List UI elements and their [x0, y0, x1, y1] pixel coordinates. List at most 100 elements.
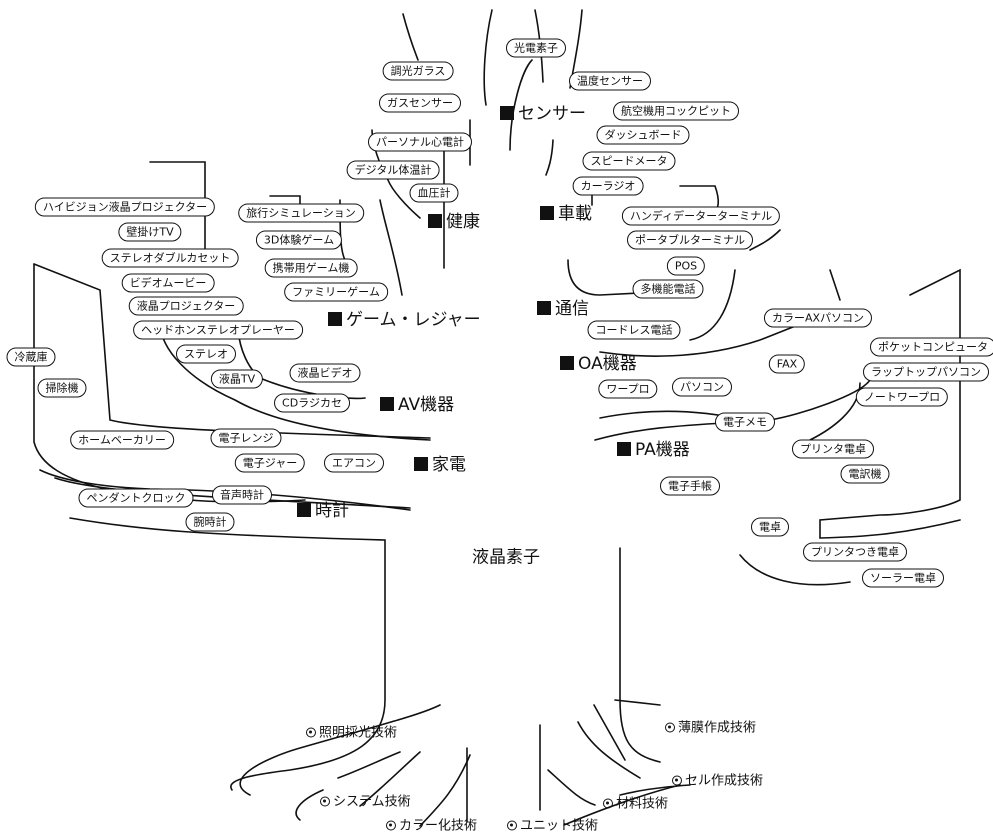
- category-label: 車載: [558, 204, 592, 224]
- item-takinou: 多機能電話: [632, 279, 704, 299]
- circle-bullet-icon: [306, 727, 316, 738]
- item-stereocass: ステレオダブルカセット: [101, 248, 239, 268]
- tech-system: システム技術: [320, 791, 411, 810]
- item-koukuu: 航空機用コックピット: [613, 101, 739, 121]
- tech-label: 材料技術: [616, 796, 669, 812]
- branch-line: [739, 554, 851, 586]
- item-dentaku: 電卓: [751, 517, 789, 537]
- branch-line: [563, 784, 681, 826]
- item-solar: ソーラー電卓: [862, 568, 944, 588]
- item-headphone: ヘッドホンステレオプレーヤー: [133, 320, 303, 340]
- branch-line: [359, 751, 421, 807]
- category-car: 車載: [540, 204, 592, 224]
- branch-line: [337, 751, 401, 779]
- branch-line: [689, 269, 736, 341]
- tech-label: ユニット技術: [520, 818, 599, 834]
- item-carradio: カーラジオ: [572, 176, 644, 196]
- category-comm: 通信: [537, 299, 589, 319]
- category-label: 健康: [446, 212, 480, 232]
- circle-bullet-icon: [665, 722, 675, 733]
- item-personal: パーソナル心電計: [368, 132, 472, 152]
- circle-bullet-icon: [507, 820, 517, 831]
- item-pasokon: パソコン: [672, 377, 732, 397]
- item-aircon: エアコン: [324, 453, 384, 473]
- branch-line: [149, 161, 206, 253]
- square-bullet-icon: [414, 457, 428, 471]
- item-dash: ダッシュボード: [596, 125, 690, 145]
- item-fax: FAX: [768, 354, 806, 374]
- branch-line: [509, 59, 533, 151]
- branch-line: [239, 704, 441, 796]
- branch-line: [593, 704, 626, 761]
- category-label: ゲーム・レジャー: [346, 310, 481, 330]
- item-pos: POS: [666, 256, 706, 276]
- tech-label: セル作成技術: [685, 773, 764, 789]
- category-av: AV機器: [380, 395, 454, 415]
- item-ekishotv: 液晶TV: [210, 369, 264, 389]
- category-label: センサー: [518, 104, 586, 124]
- item-kabekake: 壁掛けTV: [118, 222, 182, 242]
- item-colorax: カラーAXパソコン: [763, 308, 873, 328]
- square-bullet-icon: [540, 206, 554, 220]
- item-ryokou: 旅行シミュレーション: [238, 203, 364, 223]
- branch-line: [819, 268, 961, 539]
- square-bullet-icon: [560, 356, 574, 370]
- branch-line: [749, 229, 781, 251]
- branch-line: [295, 789, 324, 821]
- center-label: 液晶素子: [472, 547, 540, 568]
- square-bullet-icon: [500, 106, 514, 120]
- category-label: 通信: [555, 299, 589, 319]
- item-stereo: ステレオ: [176, 344, 236, 364]
- item-keitaigame: 携帯用ゲーム機: [264, 258, 358, 278]
- branch-line: [483, 9, 493, 106]
- item-cdrajikase: CDラジカセ: [274, 393, 350, 413]
- category-clock: 時計: [297, 501, 349, 521]
- item-reizouko: 冷蔵庫: [6, 347, 56, 367]
- square-bullet-icon: [428, 214, 442, 228]
- category-label: AV機器: [398, 395, 455, 415]
- branch-line: [69, 517, 386, 791]
- branch-line: [402, 13, 419, 61]
- category-sensor: センサー: [500, 104, 586, 124]
- circle-bullet-icon: [603, 798, 613, 809]
- tech-hakumaku: 薄膜作成技術: [665, 717, 756, 736]
- branch-line: [547, 769, 596, 806]
- item-game3d: 3D体験ゲーム: [255, 230, 343, 250]
- item-denyakuki: 電訳機: [840, 464, 890, 484]
- branch-line: [567, 259, 641, 296]
- category-home: 家電: [414, 455, 466, 475]
- category-game: ゲーム・レジャー: [328, 310, 481, 330]
- item-pocket: ポケットコンピュータ: [870, 337, 993, 357]
- category-pa: PA機器: [617, 440, 690, 460]
- item-gas: ガスセンサー: [379, 93, 461, 113]
- tech-unit: ユニット技術: [507, 815, 598, 834]
- item-handy: ハンディデーターターミナル: [621, 206, 781, 226]
- item-digital: デジタル体温計: [346, 160, 440, 180]
- item-videomovie: ビデオムービー: [121, 273, 215, 293]
- category-oa: OA機器: [560, 354, 637, 374]
- item-speed: スピードメータ: [582, 151, 676, 171]
- circle-bullet-icon: [320, 796, 330, 807]
- item-onsei: 音声時計: [212, 485, 272, 505]
- category-health: 健康: [428, 212, 480, 232]
- tech-label: カラー化技術: [399, 818, 478, 834]
- item-notewapuro: ノートワープロ: [855, 387, 949, 407]
- square-bullet-icon: [297, 503, 311, 517]
- item-printatsuki: プリンタつき電卓: [803, 542, 907, 562]
- item-cordless: コードレス電話: [587, 320, 681, 340]
- branch-line: [829, 269, 841, 301]
- branch-line: [809, 382, 861, 441]
- item-wapuro: ワープロ: [598, 379, 658, 399]
- branch-line: [619, 784, 691, 796]
- square-bullet-icon: [328, 312, 342, 326]
- item-soujiki: 掃除機: [37, 378, 87, 398]
- item-kouden: 光電素子: [506, 38, 566, 58]
- item-printadentaku: プリンタ電卓: [792, 439, 874, 459]
- item-denshirange: 電子レンジ: [210, 428, 282, 448]
- circle-bullet-icon: [386, 820, 396, 831]
- item-homebakery: ホームベーカリー: [70, 430, 174, 450]
- tech-colorka: カラー化技術: [386, 815, 477, 834]
- item-family: ファミリーゲーム: [284, 282, 388, 302]
- branch-line: [379, 199, 403, 296]
- category-label: 時計: [315, 501, 349, 521]
